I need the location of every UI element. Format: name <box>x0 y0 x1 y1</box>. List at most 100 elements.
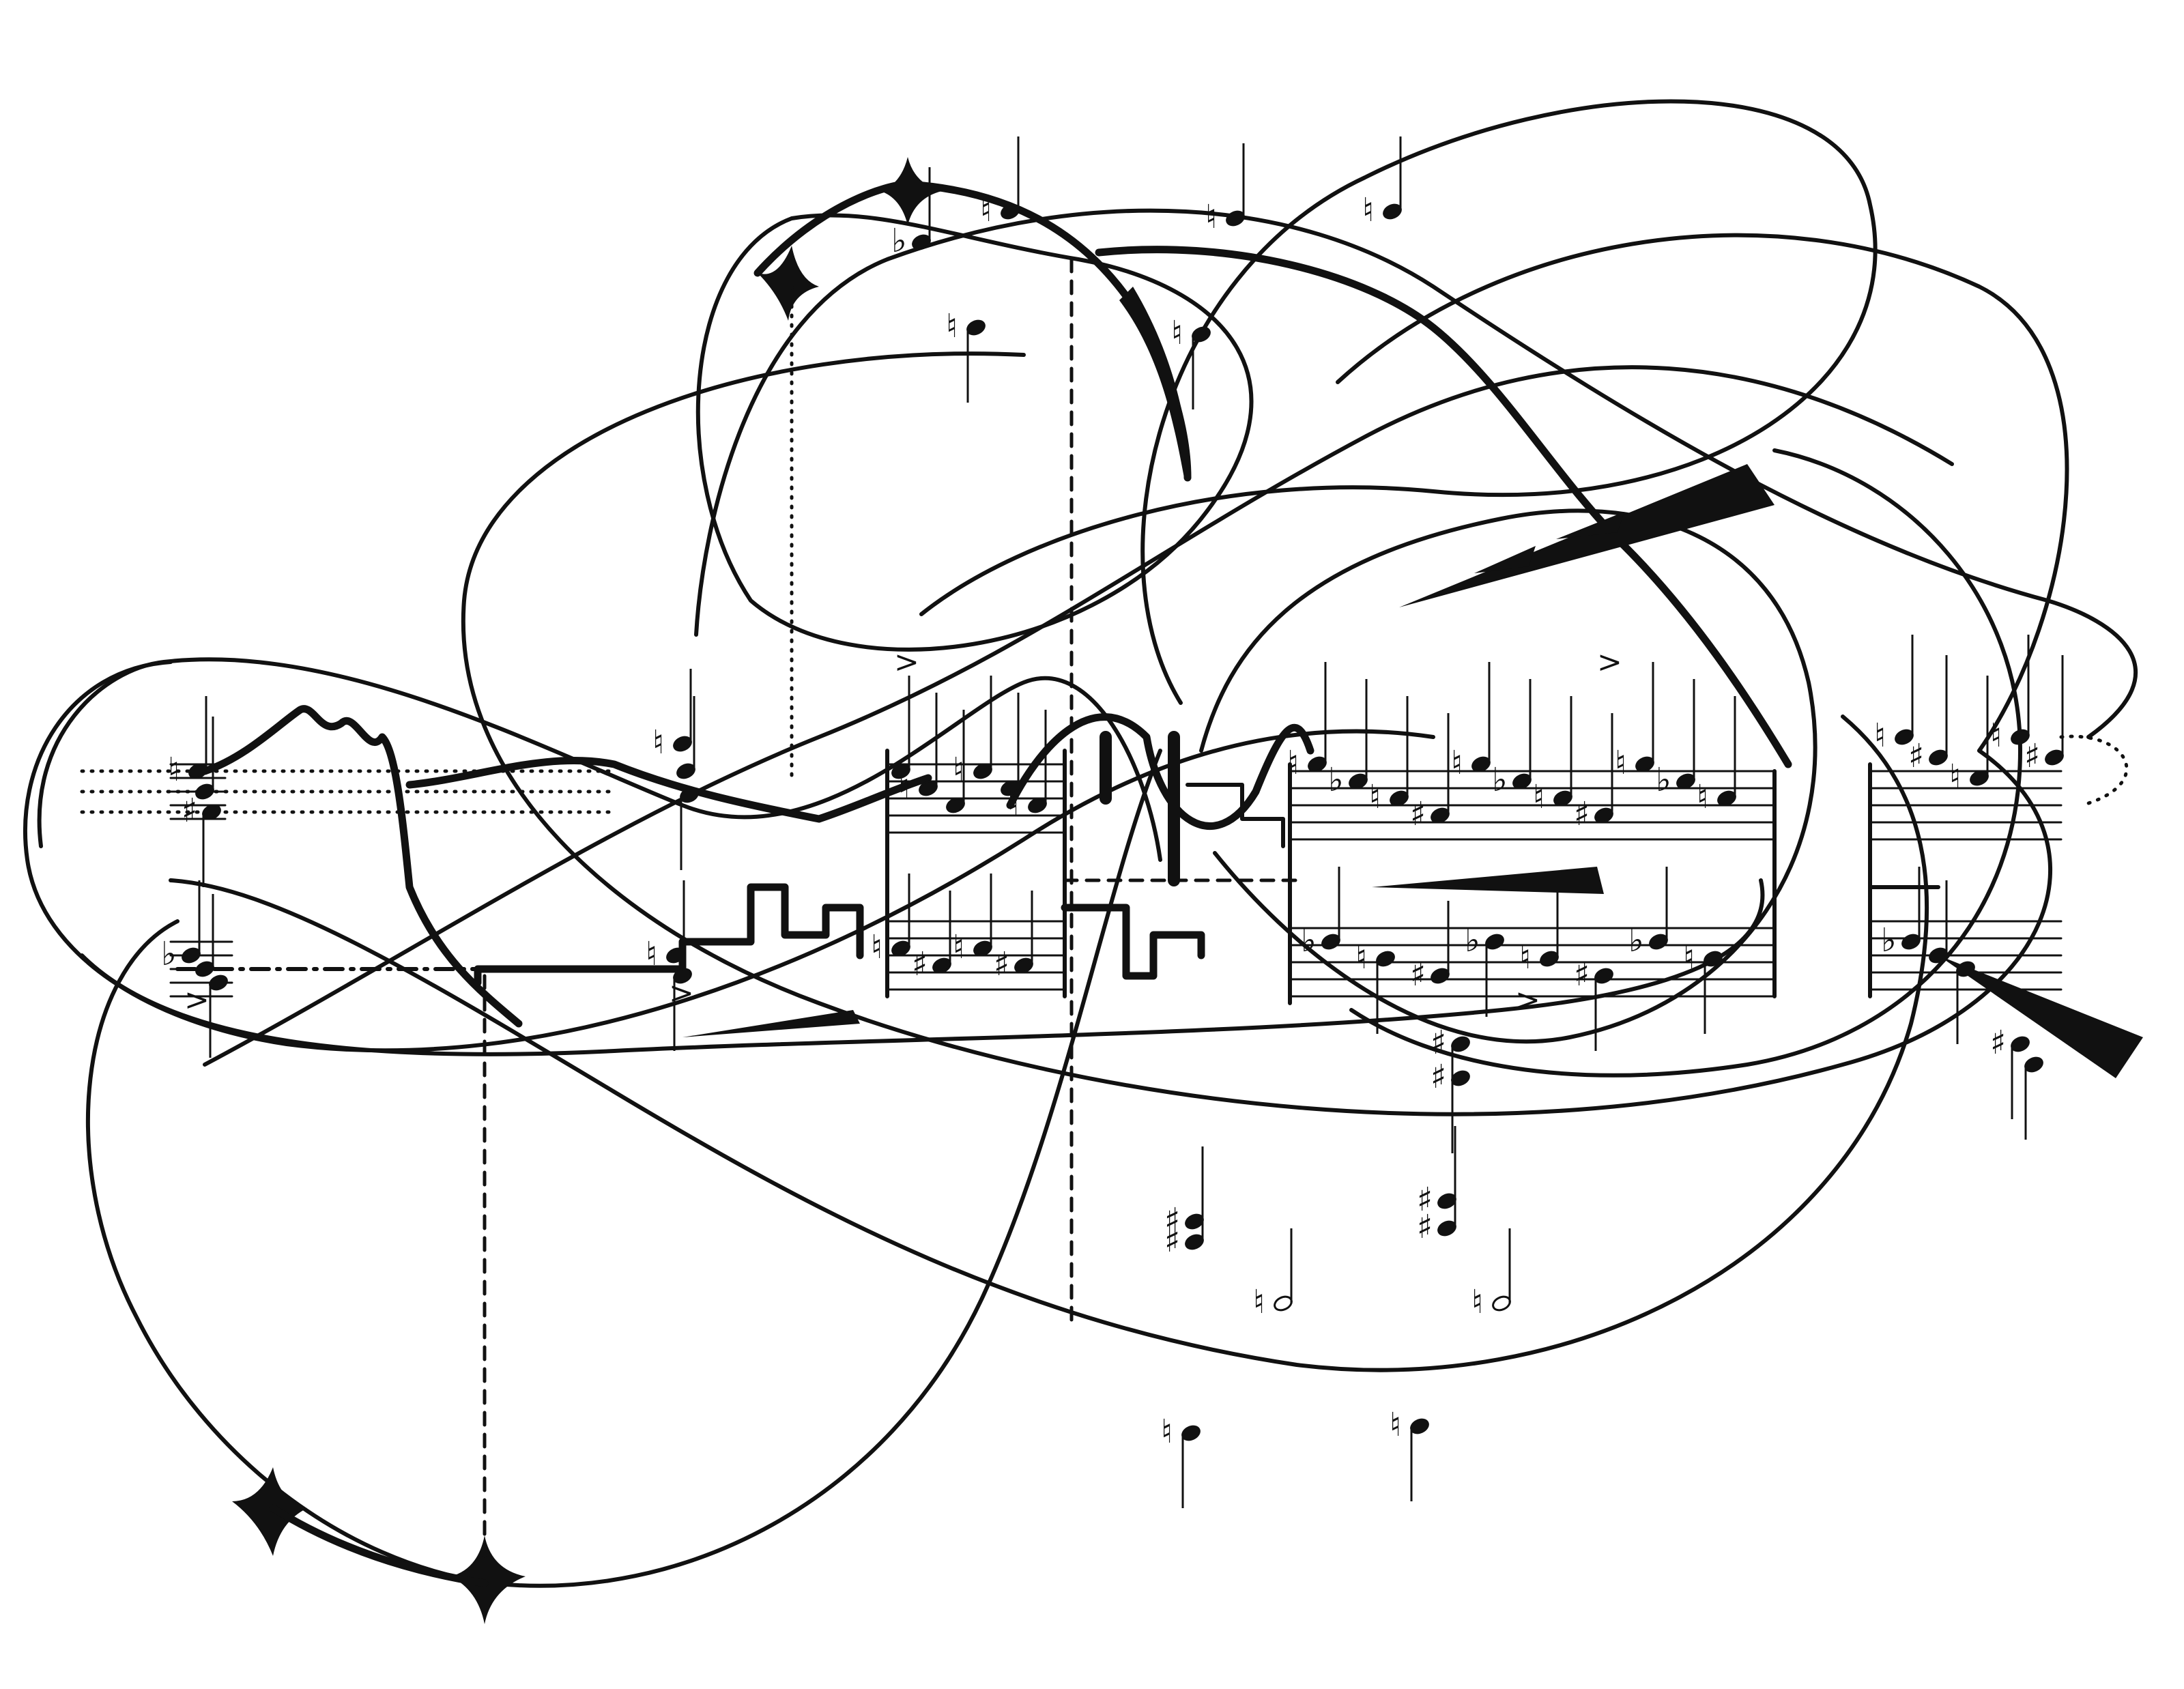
accidental: ♮ <box>898 768 910 806</box>
accidental: ♯ <box>912 945 928 983</box>
note: ♮ <box>1615 662 1654 782</box>
accidental: ♮ <box>1161 1413 1173 1451</box>
accidental: ♮ <box>1287 744 1299 782</box>
accent-mark: > <box>894 645 919 680</box>
wedge-lower-mid <box>682 1010 860 1037</box>
accent-mark: > <box>184 983 210 1017</box>
bottom-connector-thick <box>269 1504 489 1587</box>
step-line-right-center <box>1186 783 1285 848</box>
thick-curve-left-wave <box>201 705 523 1028</box>
thick-curve-right-center <box>1006 713 1314 830</box>
note: ♮ <box>1874 635 1914 755</box>
accidental: ♮ <box>1390 1406 1401 1444</box>
accidental: ♮ <box>1533 778 1544 816</box>
wedge-upper-right-small-1 <box>1474 546 1536 573</box>
accidental: ♮ <box>652 723 664 762</box>
note: ♯ <box>1574 713 1613 833</box>
note <box>891 676 910 779</box>
loop-curve-right-tall <box>1349 448 2022 1078</box>
note: ♮ <box>168 696 207 789</box>
accidental: ♭ <box>1492 761 1508 799</box>
note <box>946 710 965 813</box>
accidental: ♮ <box>1519 938 1531 977</box>
note: ♮ <box>1697 696 1736 816</box>
note: ♯ <box>994 891 1033 983</box>
star-node-bottom <box>450 1535 526 1624</box>
note: ♯ <box>1417 1153 1456 1246</box>
accidental: ♮ <box>980 191 992 229</box>
step-shapes <box>474 731 1285 987</box>
note: ♮ <box>1471 1228 1511 1321</box>
accidental: ♮ <box>1615 744 1626 782</box>
accidental: ♭ <box>1656 761 1671 799</box>
star-node-top <box>880 157 942 225</box>
note: ♮ <box>871 874 910 966</box>
note: ♮ <box>1390 1406 1429 1501</box>
note: ♯ <box>912 891 951 983</box>
accidental: ♯ <box>1410 955 1426 994</box>
accent-mark: > <box>1515 983 1540 1017</box>
accidental: ♯ <box>1417 1208 1433 1246</box>
note <box>2024 1056 2043 1140</box>
note: ♮ <box>898 693 938 806</box>
note: ♮ <box>1949 676 1989 796</box>
note: ♭ <box>1628 867 1668 959</box>
note <box>673 968 692 1051</box>
note: ♯ <box>1410 713 1450 833</box>
accidental: ♯ <box>1990 1024 2006 1062</box>
accidental: ♮ <box>1007 785 1019 823</box>
accidental: ♯ <box>1431 1024 1446 1062</box>
note: ♭ <box>1656 679 1695 799</box>
accidental: ♮ <box>1355 938 1367 977</box>
note: ♮ <box>1369 696 1409 816</box>
loop-curve-mid-right <box>1199 508 1817 1044</box>
accidental: ♯ <box>994 945 1009 983</box>
loop-curve-upper-oval <box>695 213 1254 652</box>
staff-systems <box>169 749 2063 1005</box>
accent-mark: > <box>669 976 694 1011</box>
loop-curves <box>23 99 2138 1588</box>
note <box>680 787 699 870</box>
accidental: ♯ <box>1908 737 1924 775</box>
accidental: ♮ <box>946 307 958 345</box>
note: ♯ <box>1908 655 1948 775</box>
accidental: ♯ <box>1164 1201 1180 1239</box>
note <box>1956 961 1975 1044</box>
note: ♯ <box>1164 1167 1204 1260</box>
accidental: ♯ <box>1574 795 1590 833</box>
note: ♮ <box>1161 1413 1201 1508</box>
accidental: ♭ <box>1328 761 1344 799</box>
accidental: ♮ <box>646 935 657 973</box>
note: ♭ <box>1881 867 1921 959</box>
loop-curve-right-outer <box>1336 233 2069 753</box>
note: ♮ <box>980 136 1020 229</box>
note: ♯ <box>1410 901 1450 994</box>
loop-curve-top <box>694 208 2138 739</box>
step-line-upper-center <box>1100 731 1180 886</box>
note: ♭ <box>891 167 931 260</box>
loop-curve-far-left <box>23 660 1435 1053</box>
accidental: ♮ <box>1253 1283 1265 1321</box>
note: ♮ <box>1007 710 1047 823</box>
note: ♭ <box>1328 679 1368 799</box>
note: ♭ <box>161 880 201 973</box>
accidental: ♯ <box>1417 1181 1433 1219</box>
accidental: ♭ <box>161 935 177 973</box>
loop-curve-diagonal <box>203 365 1954 1067</box>
accidental: ♯ <box>182 792 197 830</box>
step-line-left <box>474 883 864 987</box>
note: ♮ <box>1287 662 1327 782</box>
note: ♯ <box>2024 655 2064 775</box>
note: ♮ <box>1205 143 1245 236</box>
accidental: ♭ <box>1628 921 1644 959</box>
accidental: ♯ <box>1431 1058 1446 1096</box>
note <box>676 696 695 779</box>
staff-system-center <box>885 749 1067 998</box>
accidental: ♭ <box>891 222 907 260</box>
accidental: ♮ <box>953 751 964 789</box>
note: ♮ <box>1171 314 1211 409</box>
note: ♯ <box>1431 1058 1470 1153</box>
star-node-top-left <box>758 246 819 321</box>
accidental: ♮ <box>1451 744 1463 782</box>
